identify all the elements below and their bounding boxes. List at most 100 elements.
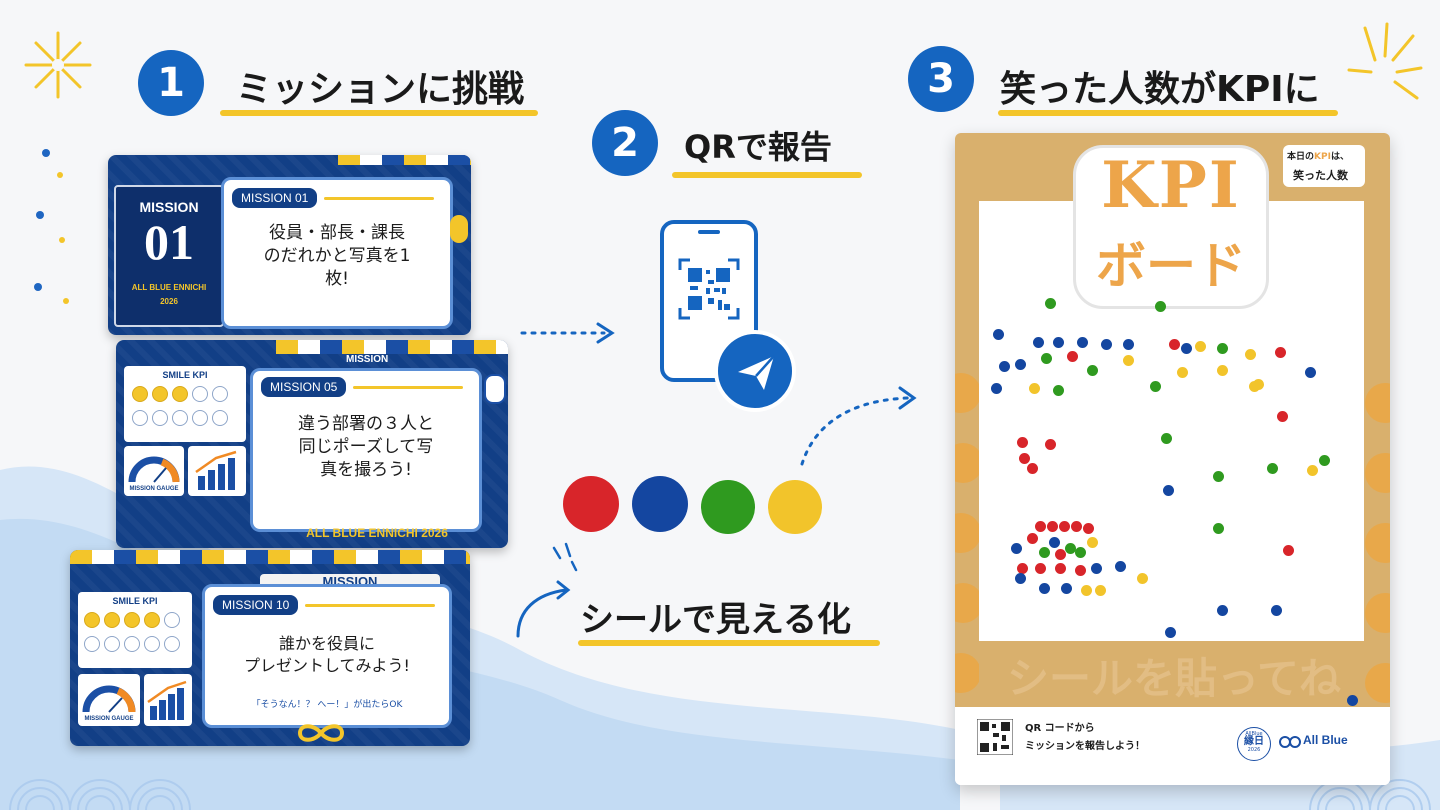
sticker-dot [1195,341,1206,352]
smile-kpi-panel: SMILE KPI [78,592,192,668]
curved-arrow-icon [516,542,578,638]
sticker-dot [1150,381,1161,392]
badge-mission-number: 01 [144,214,194,270]
sticker-dot [1039,583,1050,594]
sticker-dot [1047,521,1058,532]
step2-underline [672,172,862,178]
sticker-dot [1115,561,1126,572]
step2-title: QRで報告 [684,128,832,166]
sticker-dot [991,383,1002,394]
sticker-dot [1217,605,1228,616]
sticker-dot [1087,537,1098,548]
dotted-arrow-icon [520,322,615,344]
sticker-dot [1091,563,1102,574]
sticker-dot [1015,359,1026,370]
bar-growth-icon [144,674,192,726]
sticker-red [563,476,619,532]
sticker-dot [1213,523,1224,534]
sticker-dot [1077,337,1088,348]
sticker-dot [1055,549,1066,560]
sticker-dot [1137,573,1148,584]
sticker-dot [1065,543,1076,554]
sticker-dot [1071,521,1082,532]
step2-number: 2 [592,110,658,176]
mission-text: 違う部署の３人と 同じポーズして写 真を撮ろう! [298,414,434,480]
board-footer: QR コードから ミッションを報告しよう！ AllBlue 縁日 2026 Al… [955,707,1390,785]
mission-badge: MISSION 01 ALL BLUE ENNICHI 2026 [114,185,224,327]
lantern-icon [450,215,468,243]
board-title-board: ボード [1096,237,1246,295]
smile-kpi-panel: SMILE KPI [124,366,246,442]
board-qr-line2: ミッションを報告しよう！ [1025,741,1145,752]
sticker-dot [1283,545,1294,556]
step3-title: 笑った人数がKPIに [1000,69,1320,110]
card-footer: ALL BLUE ENNICHI 2026 [306,526,448,540]
board-title-kpi: KPI [1101,148,1241,223]
sticker-dot [1277,411,1288,422]
mission-banner: MISSION [346,354,389,365]
step1-title: ミッションに挑戦 [236,69,525,110]
sticker-dot [1181,343,1192,354]
sticker-dot [1087,365,1098,376]
mission-tag: MISSION 01 [232,188,318,208]
sticker-dot [1307,465,1318,476]
badge-event-name: ALL BLUE ENNICHI [131,283,207,292]
mission-text-box: MISSION 10 誰かを役員に プレゼントしてみよう! 「そうなん！？ へー… [202,584,452,728]
sticker-dot [1039,547,1050,558]
board-call-to-action: シールを貼ってね [1007,654,1341,703]
mission-text: 役員・部長・課長 のだれかと写真を1 枚! [263,223,411,289]
smile-kpi-title: SMILE KPI [162,370,208,380]
sticker-dot [1075,565,1086,576]
sticker-dot [1033,337,1044,348]
sticker-dot [1045,298,1056,309]
mission-text-box: MISSION 05 違う部署の３人と 同じポーズして写 真を撮ろう! [250,368,482,532]
sticker-dot [1163,485,1174,496]
all-blue-logo-icon [1279,736,1301,748]
firework-icon [1347,22,1423,100]
dotted-arrow-icon [800,386,917,466]
sticker-dot [1267,463,1278,474]
sticker-dot [1035,521,1046,532]
sticker-dot [1217,365,1228,376]
sticker-dot [1165,627,1176,638]
sticker-dot [1061,583,1072,594]
sticker-dot [1053,337,1064,348]
firework-icon [24,31,92,304]
board-kpi-badge: 本日のKPIは、 笑った人数 [1283,145,1365,187]
mission-gauge: MISSION GAUGE [124,446,184,496]
gauge-label: MISSION GAUGE [129,486,179,492]
event-logo: AllBlue 縁日 2026 [1237,727,1271,761]
sticker-dot [1123,339,1134,350]
qr-code-icon [977,719,1013,755]
sticker-dot [1035,563,1046,574]
step1-underline [220,110,538,116]
visualize-label: シールで見える化 [580,600,851,640]
sticker-dot [1095,585,1106,596]
sticker-dot [1055,563,1066,574]
gauge-label: MISSION GAUGE [84,716,134,722]
sticker-dot [1177,367,1188,378]
board-qr-line1: QR コードから [1025,723,1095,734]
sticker-dot [1155,301,1166,312]
smiley-face-icon [1365,383,1390,703]
sticker-dot [1067,351,1078,362]
sticker-dot [1245,349,1256,360]
sticker-dot [1275,347,1286,358]
smile-kpi-title: SMILE KPI [112,596,158,606]
mission-card-05: SMILE KPI MISSION GAUGE MISSION 05 違う部署の… [116,340,508,548]
sticker-dot [1083,523,1094,534]
sticker-dot [1019,453,1030,464]
lantern-icon [484,374,506,404]
sticker-dot [1319,455,1330,466]
sticker-dot [1049,537,1060,548]
mission-text: 誰かを役員に プレゼントしてみよう! [244,634,410,675]
sticker-dot [1249,381,1260,392]
sticker-dot [1011,543,1022,554]
sticker-green [701,480,755,534]
sticker-dot [1015,573,1026,584]
mission-tag: MISSION 05 [261,377,347,397]
sticker-dot [1045,439,1056,450]
sticker-dot [1271,605,1282,616]
sticker-dot [1017,563,1028,574]
badge-mission-label: MISSION [139,199,199,215]
